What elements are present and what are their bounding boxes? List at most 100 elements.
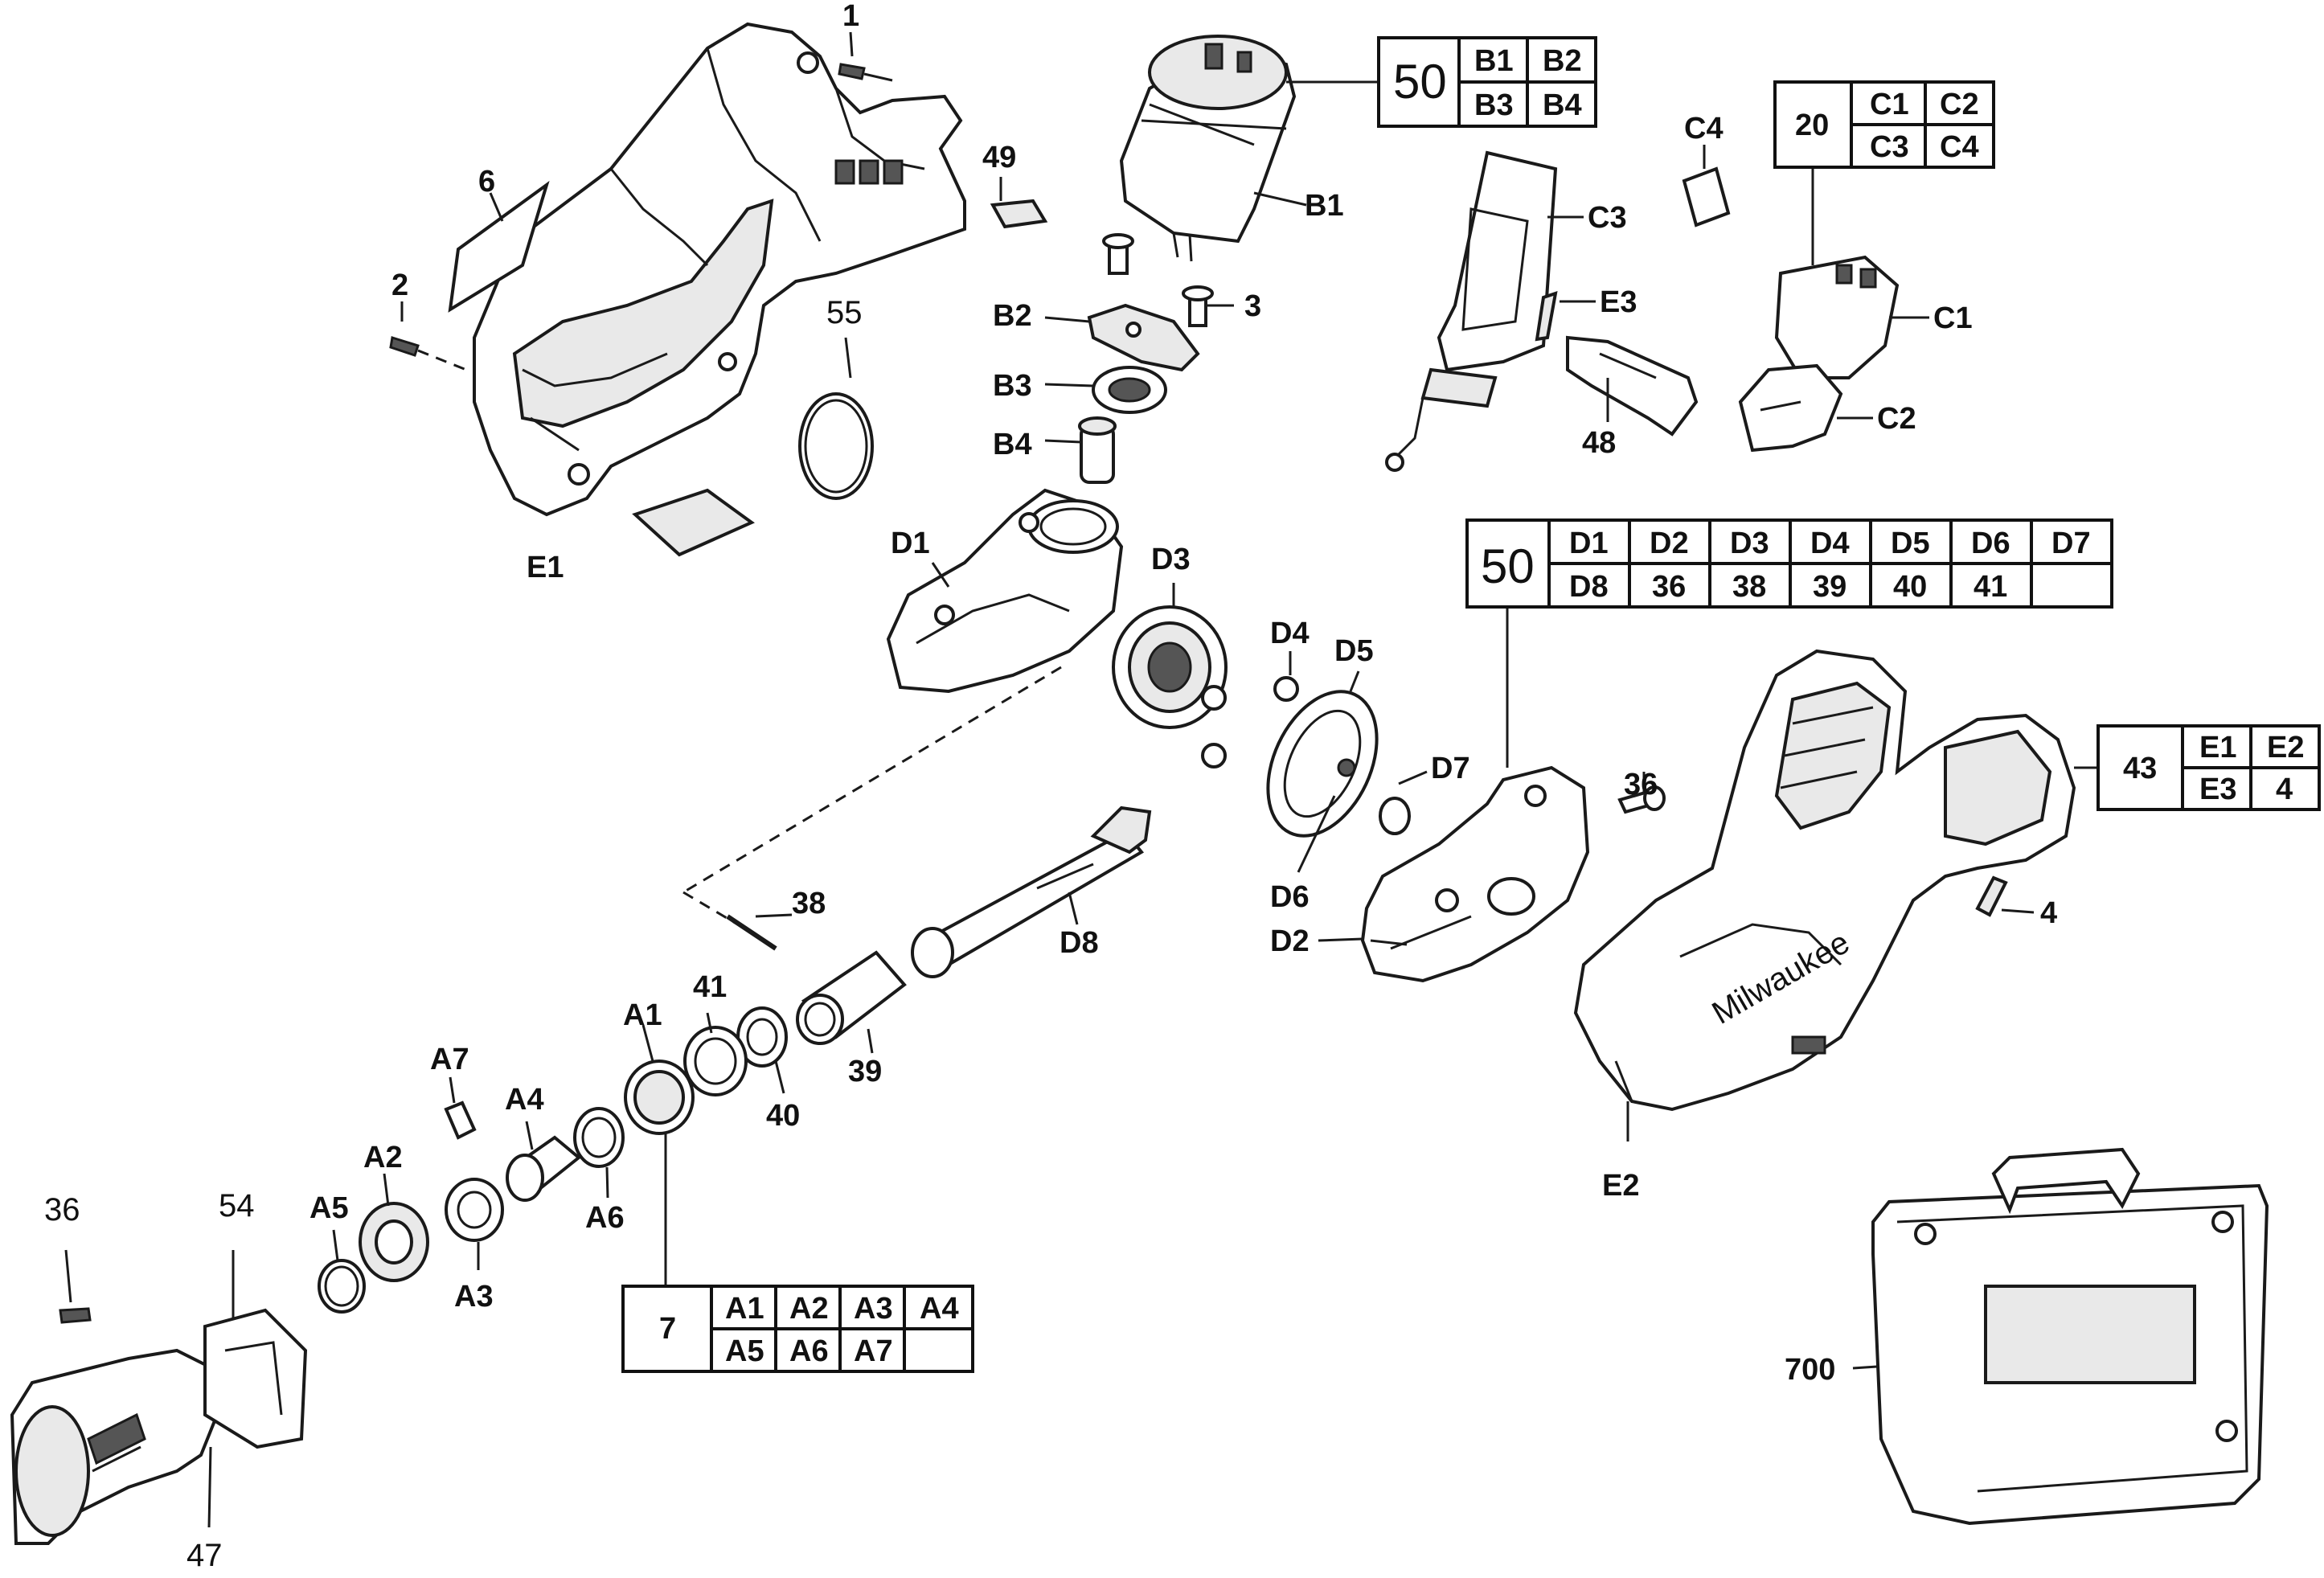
kit-cell: D3 — [1730, 527, 1769, 560]
bearing-b3 — [1044, 366, 1167, 414]
sleeve-a4 — [506, 1121, 582, 1202]
kit-cell: A4 — [920, 1292, 959, 1326]
nut-a2 — [359, 1173, 429, 1282]
label-plate-6 — [448, 180, 550, 313]
kit-table-switch: 20 C1 C2 C3 C4 — [1773, 80, 1995, 169]
label-A6: A6 — [585, 1201, 625, 1235]
pin-e3 — [1535, 291, 1596, 342]
kit-cell: A6 — [789, 1334, 829, 1368]
label-B4: B4 — [993, 428, 1032, 461]
gearbox-housing-d2 — [1318, 595, 1590, 983]
label-40: 40 — [766, 1099, 800, 1133]
kit-cell: D4 — [1810, 527, 1850, 560]
kit-id-gearbox: 50 — [1481, 539, 1535, 593]
seal-41 — [683, 1012, 748, 1096]
label-700: 700 — [1785, 1353, 1835, 1387]
plunger-d8 — [911, 805, 1152, 978]
kit-table-motor: 50 B1 B2 B3 B4 — [1377, 36, 1597, 128]
kit-table-housing: 43 E1 E2 E3 4 — [2097, 724, 2321, 811]
kit-cell: A7 — [854, 1334, 893, 1368]
kit-cell: 36 — [1652, 570, 1686, 604]
kit-cell: B4 — [1543, 88, 1582, 122]
part-labels: 1 2 3 4 6 49 55 E1 B1 B2 B3 B4 C1 C2 C3 … — [44, 0, 2057, 1573]
label-D7: D7 — [1431, 752, 1470, 785]
label-4: 4 — [2040, 896, 2057, 930]
carry-case-700 — [1852, 1147, 2269, 1526]
motor-plate-b2 — [1044, 303, 1200, 372]
gearbox-cover-d1 — [886, 488, 1124, 694]
label-B3: B3 — [993, 369, 1032, 403]
label-6: 6 — [478, 165, 495, 199]
shoe-bracket-54 — [203, 1250, 308, 1449]
label-E2: E2 — [1602, 1169, 1639, 1203]
kit-cell: C3 — [1870, 130, 1909, 164]
kit-cell: 41 — [1974, 570, 2007, 604]
kit-cell: D7 — [2051, 527, 2091, 560]
label-55: 55 — [826, 295, 863, 330]
pin-a7 — [444, 1076, 477, 1140]
label-A2: A2 — [363, 1141, 403, 1174]
label-39: 39 — [848, 1055, 882, 1088]
kit-id-motor: 50 — [1393, 55, 1447, 109]
label-3: 3 — [1244, 289, 1261, 323]
kit-id-switch: 20 — [1795, 109, 1829, 142]
label-A7: A7 — [430, 1043, 469, 1076]
kit-cell: B3 — [1474, 88, 1514, 122]
label-48: 48 — [1582, 426, 1616, 460]
leader-d6 — [1297, 795, 1336, 873]
kit-cell: A2 — [789, 1292, 829, 1326]
label-card — [632, 488, 755, 557]
screw-2 — [389, 301, 467, 371]
kit-cell: D1 — [1569, 527, 1609, 560]
screw-36-housing — [1617, 772, 1666, 814]
label-D3: D3 — [1151, 543, 1191, 576]
bracket-48 — [1566, 335, 1699, 437]
label-D5: D5 — [1334, 634, 1374, 668]
ring-a5 — [318, 1229, 366, 1314]
label-36-shoe: 36 — [44, 1192, 80, 1228]
kit-table-gearbox: 50 D1 D2 D3 D4 D5 D6 D7 D8 36 38 39 40 4… — [1465, 518, 2113, 609]
label-A1: A1 — [623, 998, 662, 1032]
kit-cell: 40 — [1893, 570, 1927, 604]
label-D2: D2 — [1270, 924, 1310, 958]
label-B2: B2 — [993, 299, 1032, 333]
label-C1: C1 — [1933, 301, 1973, 335]
kit-cell: E3 — [2199, 773, 2236, 806]
left-housing-half — [473, 22, 966, 517]
switch-c3 — [1385, 150, 1584, 472]
kit-cell: D2 — [1650, 527, 1689, 560]
switch-c1 — [1774, 169, 1929, 379]
kit-cell: C2 — [1940, 88, 1979, 121]
label-2: 2 — [391, 268, 408, 302]
label-B1: B1 — [1305, 189, 1344, 223]
assembly-guide-top — [682, 666, 1062, 894]
kit-cell: D8 — [1569, 570, 1609, 604]
screw-1 — [838, 31, 893, 82]
label-C2: C2 — [1877, 402, 1916, 436]
label-38: 38 — [792, 887, 826, 920]
label-A4: A4 — [505, 1083, 544, 1117]
kit-cell: B1 — [1474, 44, 1514, 78]
label-D6: D6 — [1270, 880, 1310, 914]
screw-3 — [1182, 285, 1234, 327]
switch-cap-c4 — [1682, 145, 1731, 227]
bevel-gear-d5 — [1266, 670, 1379, 838]
label-D1: D1 — [891, 527, 930, 560]
collar-a1 — [624, 1024, 695, 1286]
kit-cell: A1 — [725, 1292, 764, 1326]
kit-cell: B2 — [1543, 44, 1582, 78]
screw-d4 — [1201, 651, 1299, 769]
clamp-a3 — [445, 1178, 504, 1270]
label-36-housing: 36 — [1624, 768, 1658, 801]
label-54: 54 — [219, 1188, 255, 1223]
kit-cell: E1 — [2199, 731, 2236, 764]
label-D4: D4 — [1270, 617, 1310, 650]
trigger-c2 — [1738, 363, 1873, 453]
sleeve-39 — [796, 950, 907, 1054]
motor-screw — [1102, 233, 1134, 275]
pinion-b4 — [1044, 416, 1117, 484]
kit-table-clamp: 7 A1 A2 A3 A4 A5 A6 A7 — [621, 1285, 974, 1373]
spring-a6 — [573, 1107, 625, 1199]
kit-cell: 39 — [1813, 570, 1846, 604]
